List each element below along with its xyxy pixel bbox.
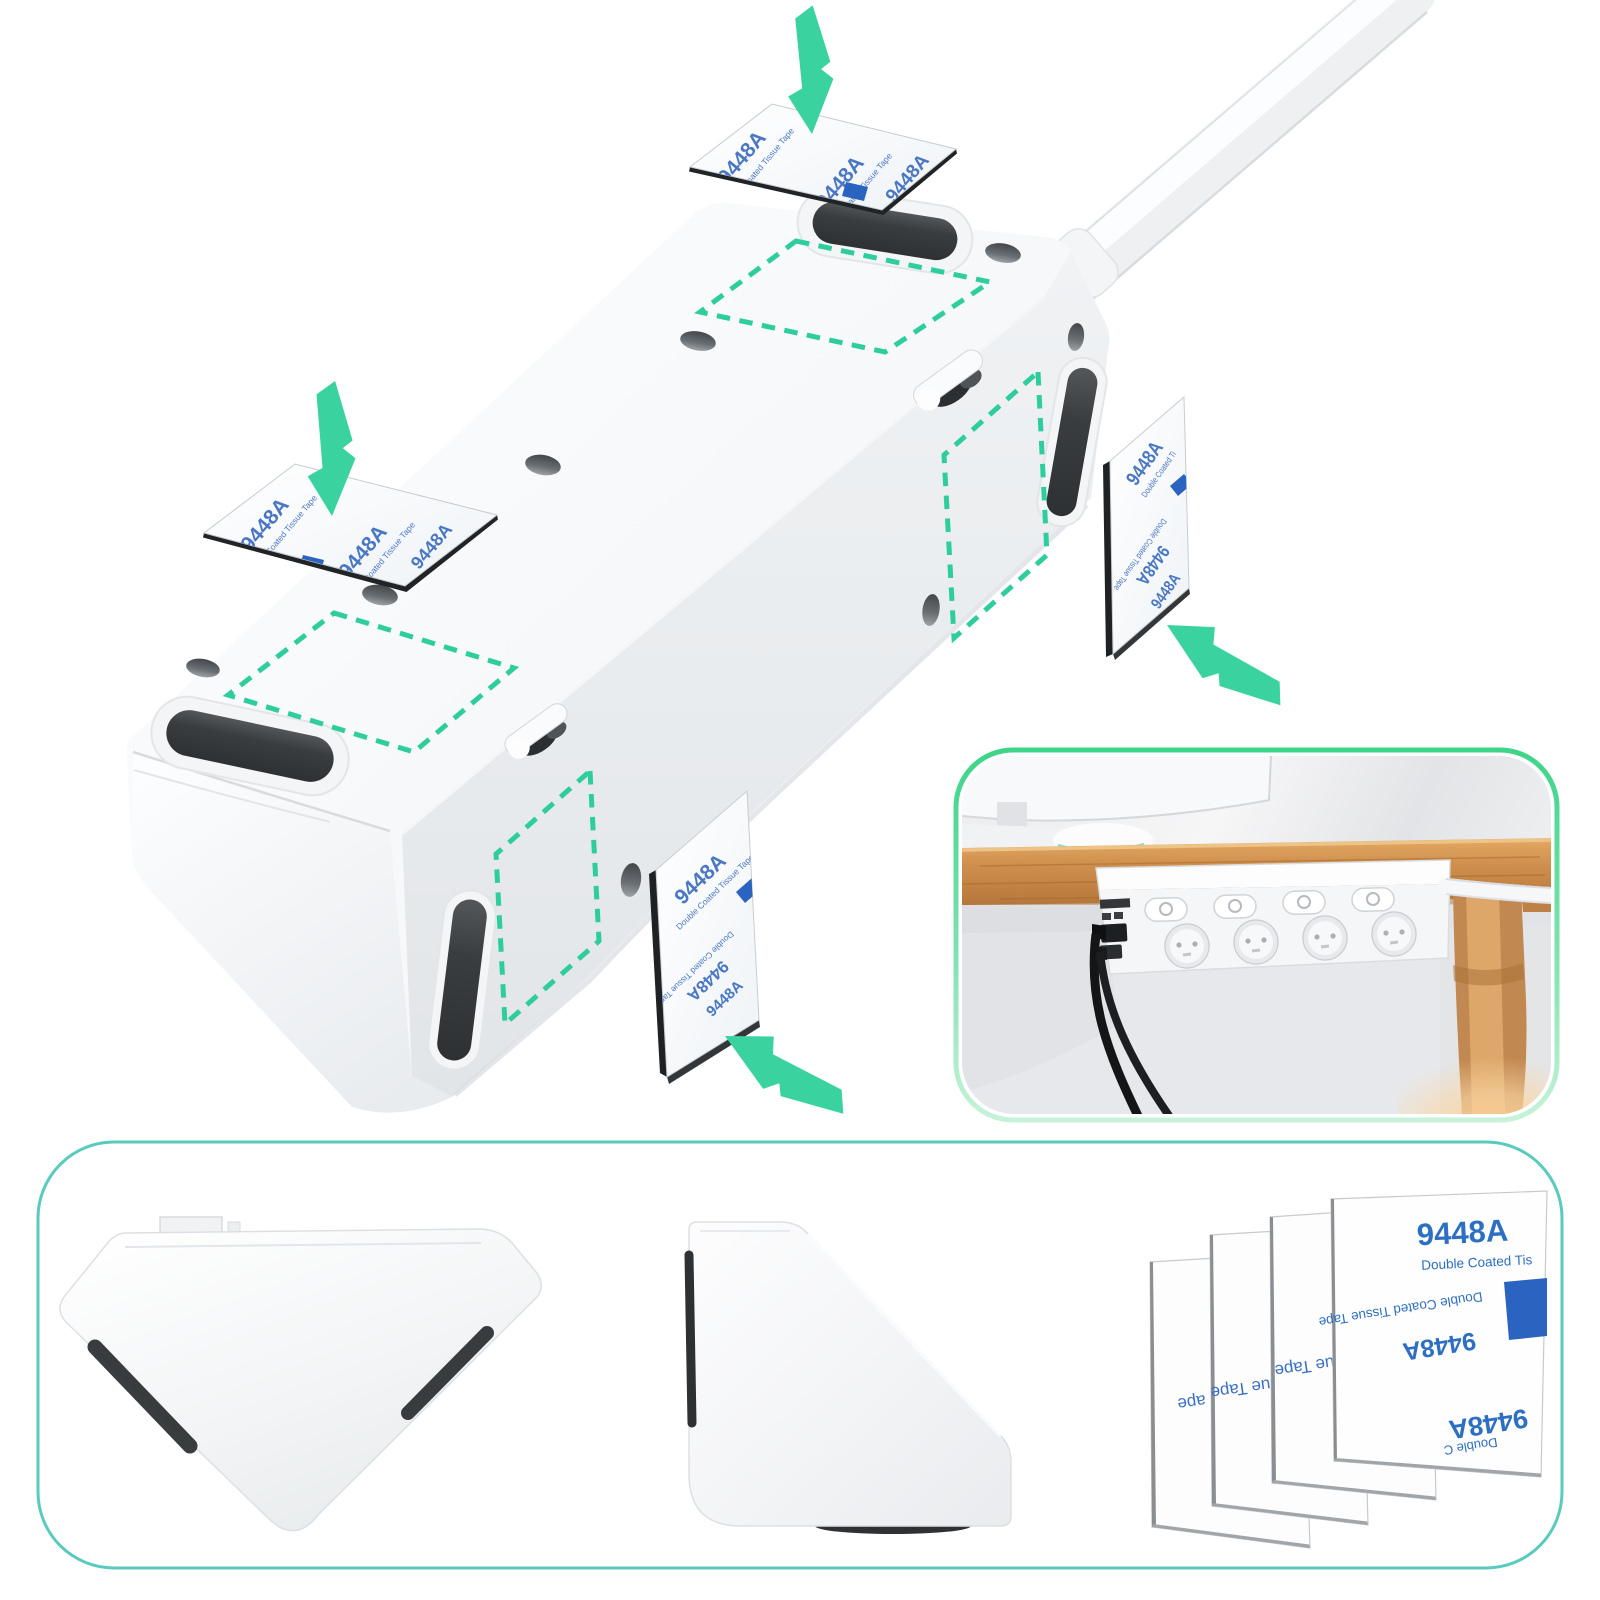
svg-text:ape: ape [1176,1391,1207,1414]
svg-text:9448A: 9448A [1416,1213,1509,1253]
svg-text:Double Coated Tis: Double Coated Tis [1421,1252,1533,1273]
